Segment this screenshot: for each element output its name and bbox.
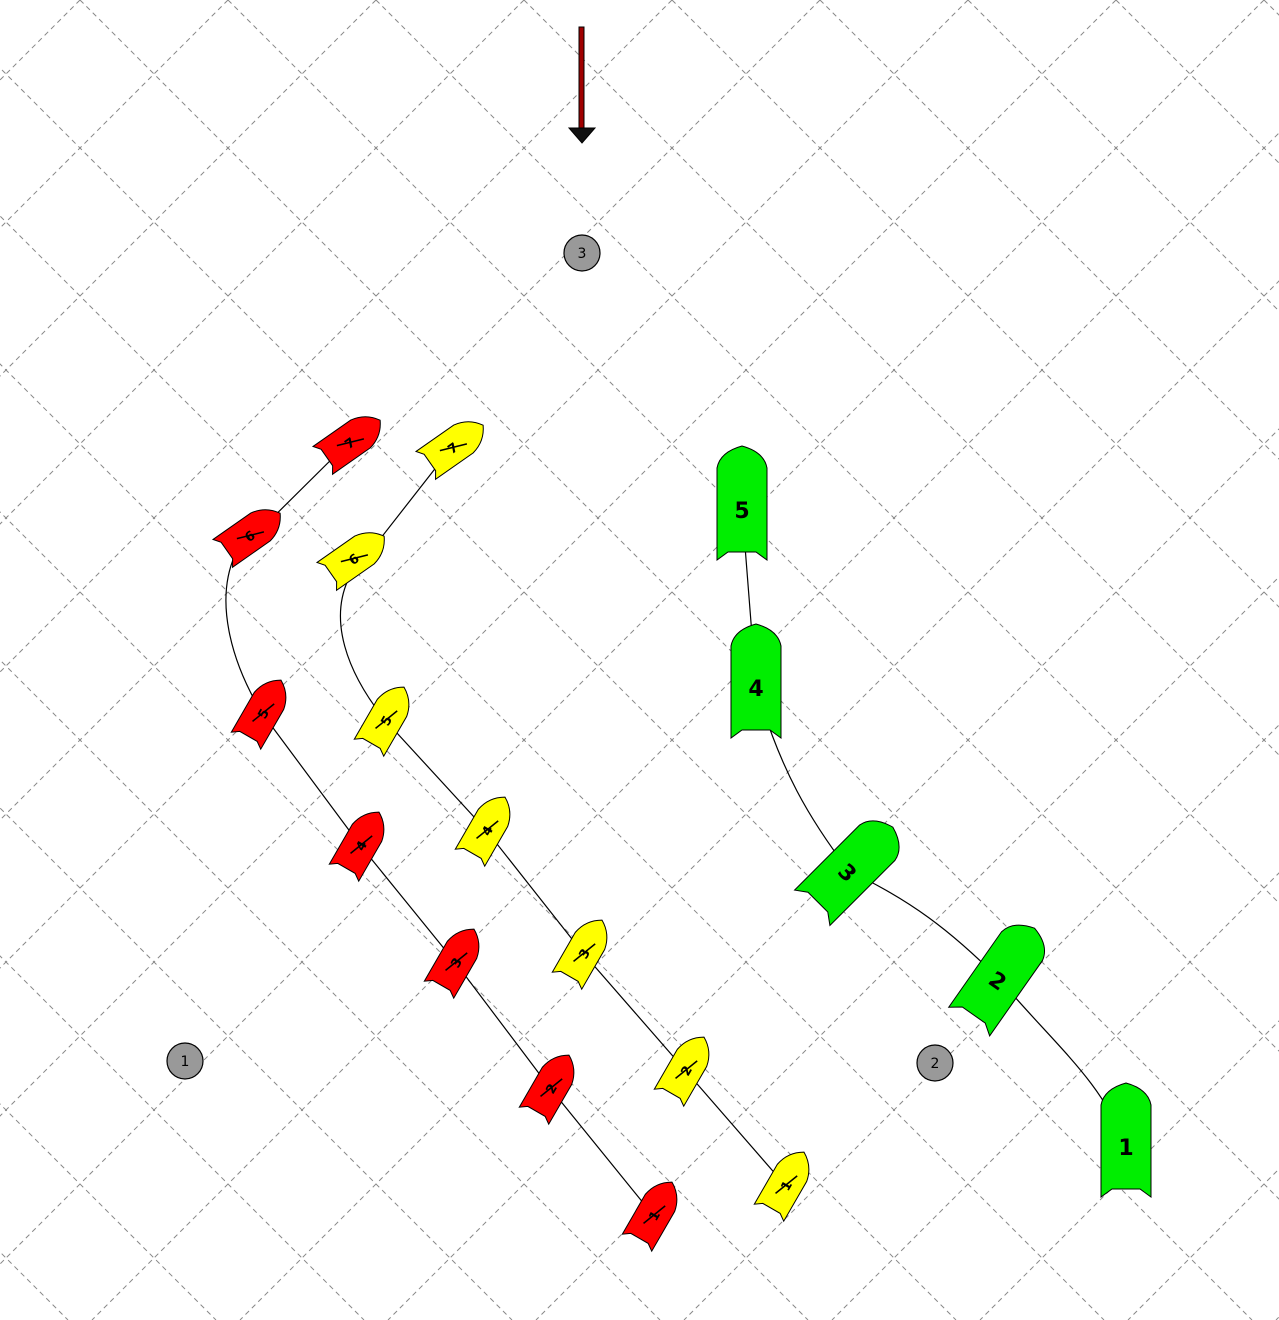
grid-line — [0, 0, 228, 1320]
green-boat-position-1: 1 — [1101, 1083, 1151, 1197]
mark-label: 1 — [181, 1054, 190, 1070]
grid-line — [0, 0, 80, 1320]
grid-line — [0, 0, 1252, 1320]
green-boat-label: 5 — [734, 499, 749, 524]
wind-arrow-icon — [569, 27, 595, 143]
grid-line — [80, 0, 1279, 1320]
green-boat-position-4: 4 — [731, 624, 781, 738]
green-boat-position-5: 5 — [717, 446, 767, 560]
red-boat-position-6: 6 — [213, 499, 290, 567]
yellow-boat-position-2: 2 — [654, 1029, 718, 1107]
grid-line — [0, 0, 68, 1320]
grid-line — [832, 0, 1279, 1320]
grid-line — [1264, 0, 1279, 1320]
grid-line — [0, 0, 1116, 1320]
grid-line — [0, 0, 968, 1320]
wind-arrow-head — [569, 128, 595, 143]
mark-3: 3 — [564, 235, 600, 271]
yellow-boat-position-3: 3 — [552, 912, 616, 990]
grid-line — [536, 0, 1279, 1320]
grid-line — [0, 0, 660, 1320]
grid-line — [0, 0, 512, 1320]
mark-1: 1 — [167, 1043, 203, 1079]
green-boat-position-2: 2 — [949, 914, 1055, 1036]
red-boat-position-1: 1 — [622, 1174, 686, 1252]
mark-2: 2 — [917, 1045, 953, 1081]
yellow-boat-position-6: 6 — [317, 522, 394, 590]
grid-line — [0, 0, 364, 1320]
grid-line — [0, 0, 672, 1320]
green-boat-label: 4 — [748, 677, 763, 702]
red-boat-position-7: 7 — [313, 406, 390, 474]
grid-line — [0, 0, 820, 1320]
yellow-boat-position-1: 1 — [754, 1144, 818, 1222]
grid-line — [0, 0, 524, 1320]
mark-label: 3 — [578, 246, 587, 262]
red-boat-track — [226, 442, 653, 1215]
wind-arrow-shaft — [579, 27, 584, 129]
green-boat-label: 1 — [1118, 1136, 1133, 1161]
grid-line — [820, 0, 1279, 1320]
red-boat-position-4: 4 — [329, 804, 393, 882]
yellow-boat-position-4: 4 — [455, 789, 519, 867]
green-boat-position-3: 3 — [795, 809, 911, 925]
grid-line — [0, 0, 216, 1320]
mark-label: 2 — [931, 1056, 940, 1072]
red-boat-position-2: 2 — [519, 1047, 583, 1125]
marks-layer: 1 2 3 — [167, 235, 953, 1081]
grid-line — [0, 0, 376, 1320]
yellow-boat-position-7: 7 — [416, 411, 493, 479]
red-boat-position-5: 5 — [231, 672, 295, 750]
grid-line — [0, 0, 956, 1320]
red-boat-position-3: 3 — [424, 921, 488, 999]
grid-line — [0, 0, 808, 1320]
